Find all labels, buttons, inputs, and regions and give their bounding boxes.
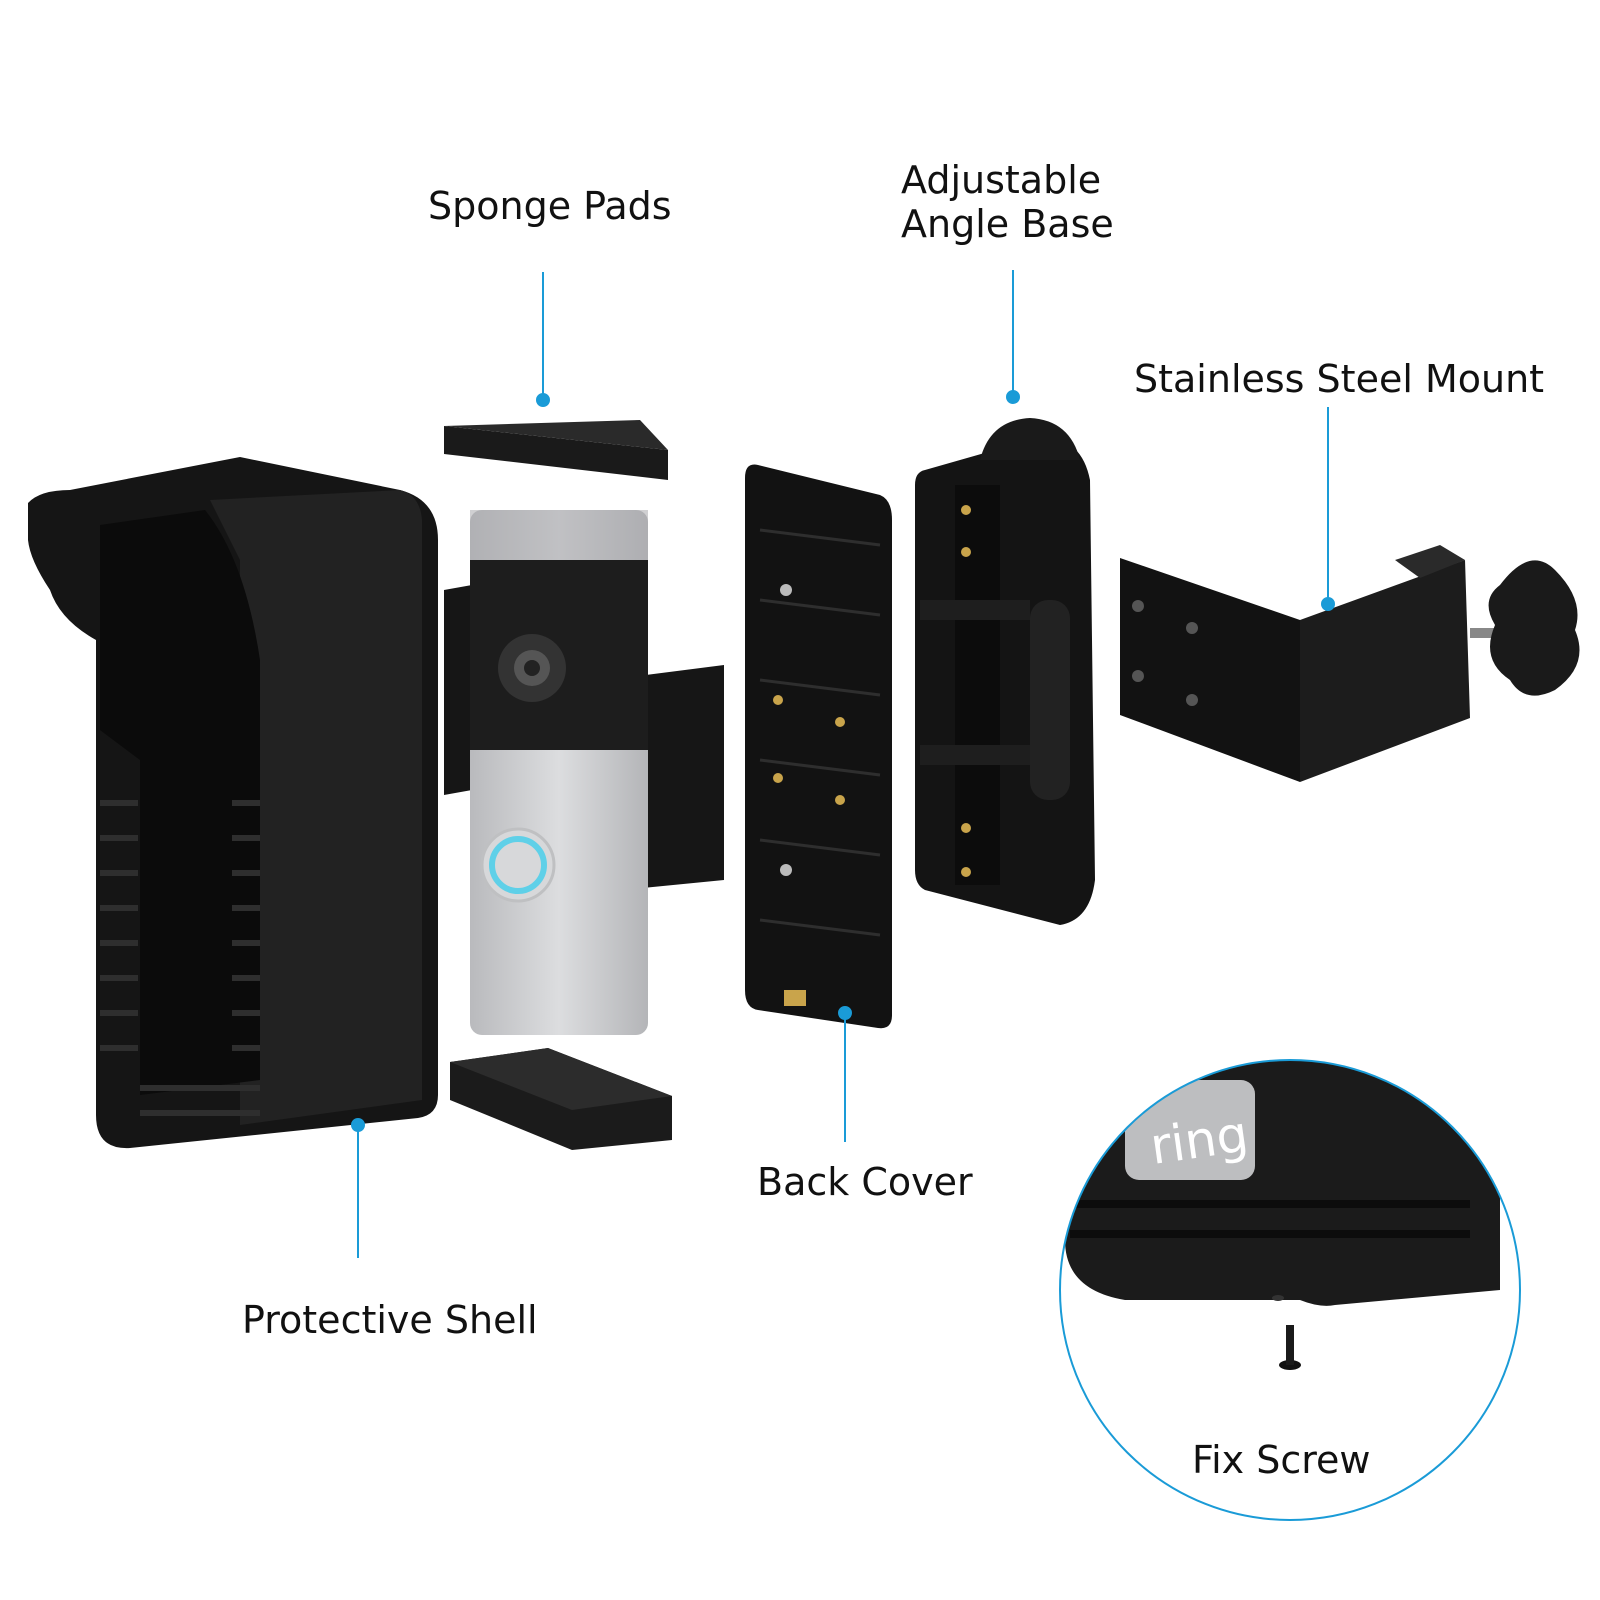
brand-logo-text: ring (1147, 1105, 1252, 1176)
fix-screw-icon (1279, 1325, 1301, 1370)
back-cover (745, 464, 892, 1029)
stainless-steel-mount (1120, 545, 1580, 782)
knob-icon (1488, 560, 1580, 696)
label-protective-shell: Protective Shell (242, 1298, 538, 1342)
label-angle-line-2: Angle Base (901, 202, 1114, 246)
adjustable-angle-base (915, 418, 1095, 925)
label-adjustable-angle-base: Adjustable Angle Base (901, 158, 1114, 246)
label-back-cover: Back Cover (757, 1160, 973, 1204)
protective-shell (28, 457, 438, 1149)
label-angle-line-1: Adjustable (901, 158, 1102, 202)
label-fix-screw: Fix Screw (1192, 1438, 1371, 1482)
sponge-pad-top (444, 420, 668, 480)
doorbell-device (470, 510, 648, 1035)
sponge-pad-bottom (450, 1048, 672, 1150)
doorbell-button (480, 827, 556, 903)
inset-detail: ring (1059, 1059, 1521, 1521)
label-stainless-steel-mount: Stainless Steel Mount (1134, 357, 1545, 401)
label-sponge-pads: Sponge Pads (428, 184, 672, 228)
